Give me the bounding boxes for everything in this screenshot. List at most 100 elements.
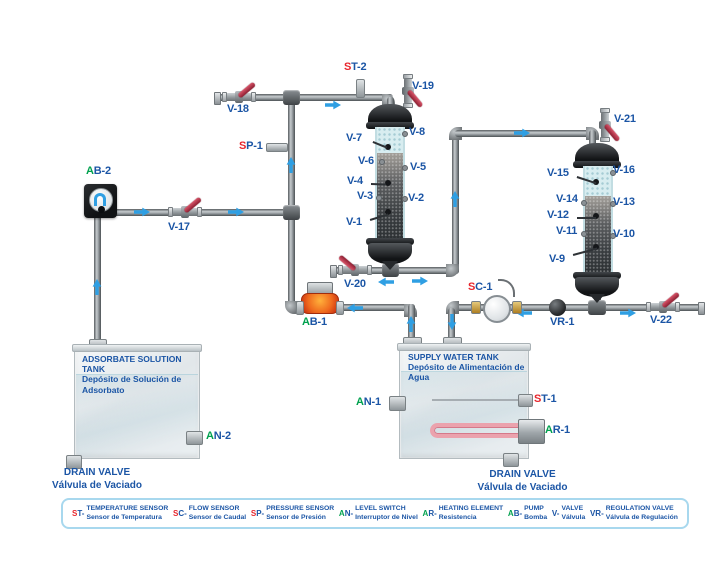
sample-port-v-4[interactable] [385,180,391,186]
label-ar-1: AR-1 [545,424,570,436]
supply-tank-title: SUPPLY WATER TANK [408,352,499,362]
label-v-20: V-20 [344,278,366,290]
flow-arrow-right [412,276,428,286]
sample-port-v-16[interactable] [610,170,616,176]
adsorbate-tank-subtitle: Depósito de Solución de Adsorbato [82,374,182,395]
column2-top-flange [573,161,621,168]
label-v-3: V-3 [357,190,373,202]
label-v-12: V-12 [547,209,569,221]
regulation-valve-vr-1[interactable] [549,299,566,316]
label-an-2: AN-2 [206,430,231,442]
pipe-top-feed-line [218,94,393,101]
label-v-16: V-16 [613,164,635,176]
drain-valve-text-en: DRAIN VALVE [63,467,131,478]
column1-top-cap [368,104,412,126]
leader-line [577,217,596,219]
level-switch-an-1[interactable] [389,396,406,411]
drain-valve-text-es: Válvula de Vaciado [51,480,143,491]
pump-tube-icon [94,193,106,206]
sample-port-v-13[interactable] [610,201,616,207]
sample-port-v-9[interactable] [593,244,599,250]
heater-housing [518,419,545,444]
sensor-union-nut [512,301,522,314]
valve-v-22[interactable] [646,291,680,314]
label-v-15: V-15 [547,167,569,179]
label-v-22: V-22 [650,314,672,326]
sample-port-v-1[interactable] [385,209,391,215]
pipe-open-end [698,302,705,315]
valve-v-18[interactable] [222,81,256,104]
drain-valve-caption-right: DRAIN VALVE Válvula de Vaciado [460,468,585,494]
sample-port-v-8[interactable] [402,131,408,137]
temperature-sensor-st-1[interactable] [518,394,533,407]
label-v-18: V-18 [227,103,249,115]
label-ab-1: AB-1 [302,316,327,328]
tank-water [76,374,198,457]
label-v-11: V-11 [556,225,578,237]
temperature-probe-st-1 [432,399,521,401]
leader-line [370,183,387,186]
pump-flange [296,301,304,315]
flow-arrow-right [134,207,150,217]
drain-valve-fitting-left[interactable] [66,455,82,469]
adsorbate-solution-tank [72,344,202,459]
sample-port-v-11[interactable] [581,231,587,237]
column2-adsorbent-bed [585,196,611,274]
flow-arrow-right [514,128,530,138]
pipe-open-end [330,265,337,278]
valve-v-21[interactable] [598,108,621,142]
flow-arrow-right [325,100,341,110]
flow-sensor-sc-1[interactable] [483,295,511,323]
label-v-14: V-14 [556,193,578,205]
peristaltic-pump-ab-2[interactable] [84,184,117,218]
drain-valve-text-es: Válvula de Vaciado [477,482,568,493]
sensor-cable-icon [498,279,515,297]
temperature-sensor-st-2[interactable] [356,79,365,98]
sample-port-v-10[interactable] [610,233,616,239]
label-v-2: V-2 [408,192,424,204]
label-v-1: V-1 [346,216,362,228]
pump-flange [336,301,344,315]
sample-port-v-14[interactable] [581,200,587,206]
flow-arrow-right [620,308,636,318]
sample-port-v-6[interactable] [379,159,385,165]
sample-port-v-2[interactable] [402,196,408,202]
pump-axle-icon [98,206,105,213]
label-an-1: AN-1 [356,396,381,408]
column1-bottom-cap [368,243,412,264]
pressure-sensor-sp-1[interactable] [266,143,288,152]
column1-water-zone [377,127,403,153]
label-st-1: ST-1 [534,393,557,405]
heating-element-ar-1[interactable] [430,423,520,438]
pipe-open-end [214,92,221,105]
label-v-5: V-5 [410,161,426,173]
supply-tank-subtitle: Depósito de Alimentación de Agua [408,362,525,383]
label-v-7: V-7 [346,132,362,144]
drain-valve-caption-left: DRAIN VALVE Válvula de Vaciado [38,466,156,492]
label-vr-1: VR-1 [550,316,575,328]
sample-port-v-7[interactable] [385,144,391,150]
column1-outlet-funnel [382,261,398,270]
sample-port-v-3[interactable] [376,195,382,201]
valve-v-17[interactable] [168,196,202,219]
valve-v-20[interactable] [338,254,372,277]
sample-port-v-5[interactable] [402,165,408,171]
sample-port-v-12[interactable] [593,213,599,219]
centrifugal-pump-ab-1[interactable] [301,293,339,314]
label-v-21: V-21 [614,113,636,125]
level-switch-an-2[interactable] [186,431,203,445]
tank-water [401,371,527,457]
pipe-column2-inlet-stub [589,130,596,148]
label-v-13: V-13 [613,196,635,208]
drain-valve-fitting-right[interactable] [503,453,519,467]
pipe-return-line [452,304,701,311]
pipe-riser-main [288,94,295,311]
